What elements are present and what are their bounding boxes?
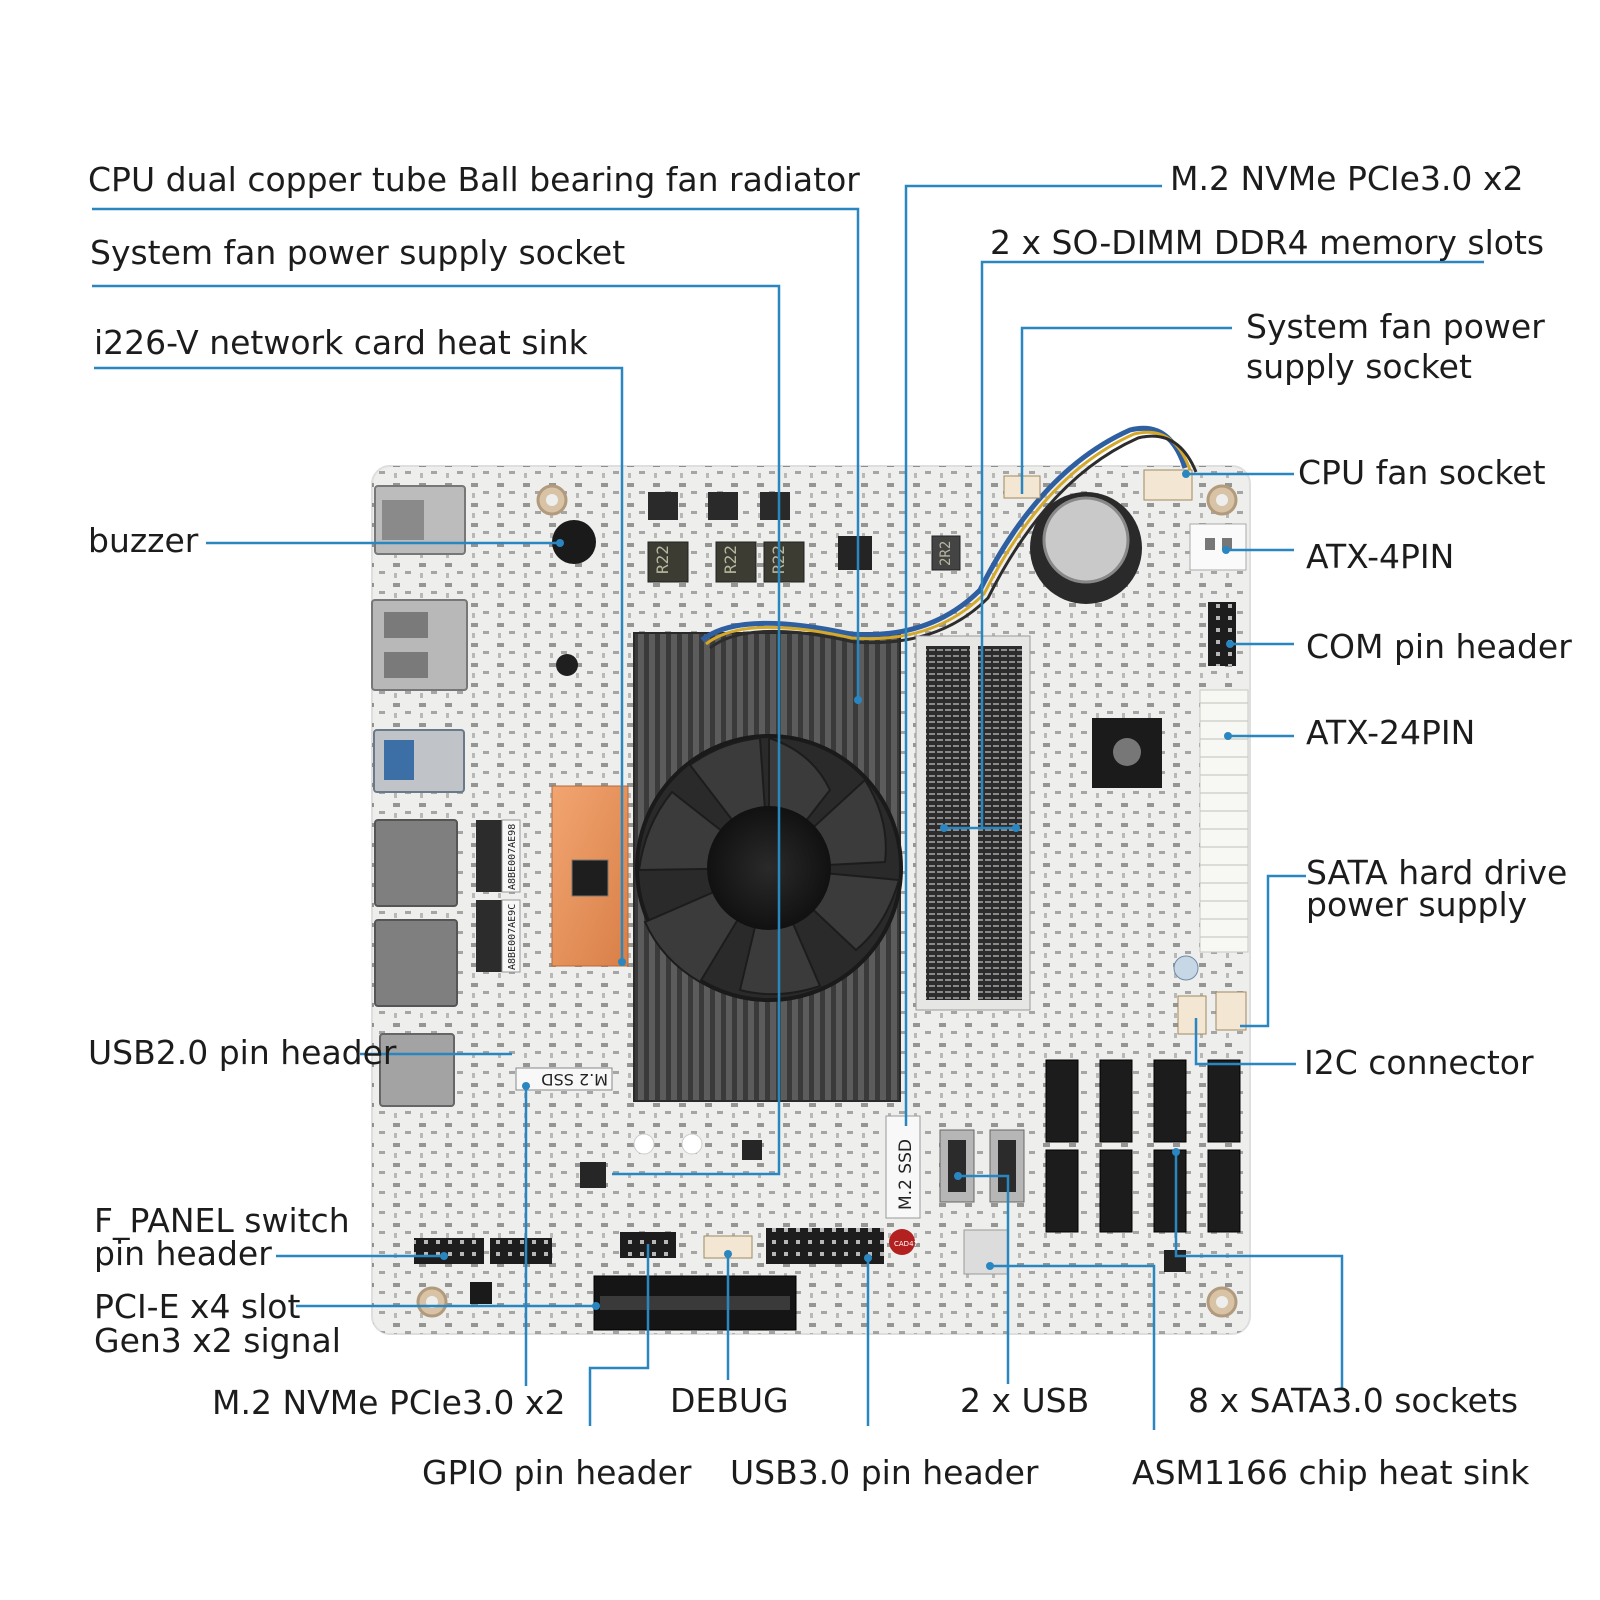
label-sata-power-line2: power supply bbox=[1306, 885, 1528, 924]
sodimm-slots bbox=[915, 635, 1031, 1011]
m2-ssd-right-label: M.2 SSD bbox=[896, 1139, 916, 1210]
label-2x-usb: 2 x USB bbox=[960, 1381, 1090, 1420]
leader-lines bbox=[92, 184, 1484, 1430]
usb2-header bbox=[490, 1238, 552, 1264]
label-fpanel-line2: pin header bbox=[94, 1234, 272, 1273]
vrm-inductors: R22 R22 R22 2R2 bbox=[647, 492, 961, 583]
label-atx24: ATX-24PIN bbox=[1306, 713, 1476, 752]
fpanel-header bbox=[414, 1238, 484, 1264]
label-cpu-fan-socket: CPU fan socket bbox=[1298, 453, 1546, 492]
inductor-label-2: R22 bbox=[721, 545, 740, 574]
capacitor-text: CAD47 bbox=[894, 1240, 918, 1248]
atx24-connector bbox=[1199, 689, 1249, 953]
inductor-label-4: 2R2 bbox=[938, 541, 954, 566]
network-chips: A8BE007AE98 A8BE007AE9C bbox=[476, 819, 521, 973]
usb-ports bbox=[939, 1129, 1025, 1203]
label-m2-top: M.2 NVMe PCIe3.0 x2 bbox=[1170, 159, 1524, 198]
chip-label-2: A8BE007AE9C bbox=[507, 904, 518, 970]
buzzer-component bbox=[552, 520, 596, 564]
m2-ssd-left-label: M.2 SSD bbox=[541, 1070, 608, 1089]
label-sodimm: 2 x SO-DIMM DDR4 memory slots bbox=[990, 223, 1545, 262]
fan-cable bbox=[700, 425, 1188, 643]
i2c-connector bbox=[1177, 995, 1207, 1035]
label-atx4: ATX-4PIN bbox=[1306, 537, 1455, 576]
label-pcie-line2: Gen3 x2 signal bbox=[94, 1321, 341, 1360]
atx4-connector bbox=[1189, 523, 1247, 571]
label-sata-sockets: 8 x SATA3.0 sockets bbox=[1188, 1381, 1519, 1420]
inductor-label-1: R22 bbox=[653, 545, 672, 574]
label-system-fan-right-line1: System fan power bbox=[1246, 307, 1545, 346]
label-com-header: COM pin header bbox=[1306, 627, 1572, 666]
label-system-fan-left: System fan power supply socket bbox=[90, 233, 626, 272]
label-gpio: GPIO pin header bbox=[422, 1453, 692, 1492]
label-nic-heatsink: i226-V network card heat sink bbox=[94, 323, 588, 362]
m2-slot-right bbox=[885, 1115, 921, 1219]
label-asm1166: ASM1166 chip heat sink bbox=[1132, 1453, 1530, 1492]
asm1166-heatsink-block bbox=[963, 1229, 1009, 1275]
label-usb3-header: USB3.0 pin header bbox=[730, 1453, 1039, 1492]
label-buzzer: buzzer bbox=[88, 521, 199, 560]
label-fpanel-line1: F_PANEL switch bbox=[94, 1201, 350, 1240]
label-system-fan-right-line2: supply socket bbox=[1246, 347, 1472, 386]
label-m2-bottom: M.2 NVMe PCIe3.0 x2 bbox=[212, 1383, 566, 1422]
com-header bbox=[1208, 602, 1236, 666]
label-sata-power-line1: SATA hard drive bbox=[1306, 853, 1568, 892]
sata-sockets bbox=[1045, 1059, 1241, 1233]
label-debug: DEBUG bbox=[670, 1381, 789, 1420]
m2-slot-left bbox=[515, 1067, 613, 1091]
cpu-fan bbox=[635, 734, 903, 1002]
rear-io-ports bbox=[371, 485, 468, 1107]
chip-label-1: A8BE007AE98 bbox=[507, 824, 518, 890]
label-usb2-header: USB2.0 pin header bbox=[88, 1033, 397, 1072]
sata-power-connector bbox=[1215, 991, 1247, 1031]
label-pcie-line1: PCI-E x4 slot bbox=[94, 1287, 301, 1326]
label-i2c: I2C connector bbox=[1304, 1043, 1534, 1082]
leader-dots bbox=[440, 470, 1234, 1310]
label-cpu-radiator: CPU dual copper tube Ball bearing fan ra… bbox=[88, 160, 860, 199]
